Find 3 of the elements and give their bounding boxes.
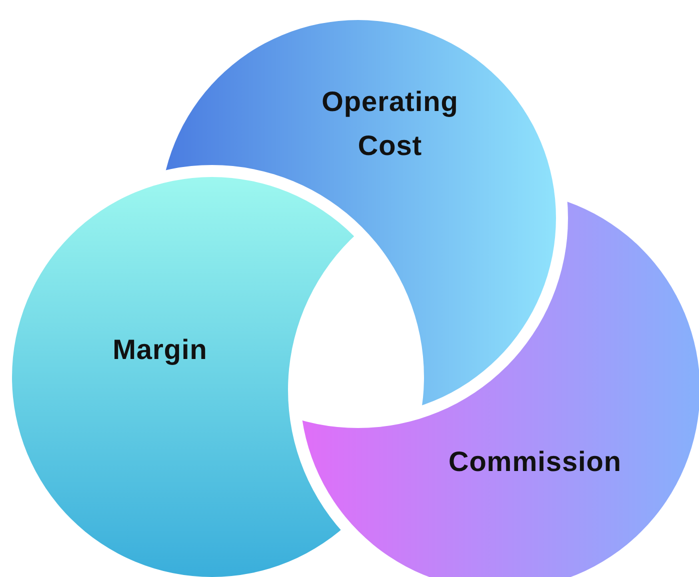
segment-label: Operating Cost	[320, 85, 460, 163]
segment-label: Commission	[447, 445, 623, 479]
segment-label: Margin	[112, 333, 208, 367]
